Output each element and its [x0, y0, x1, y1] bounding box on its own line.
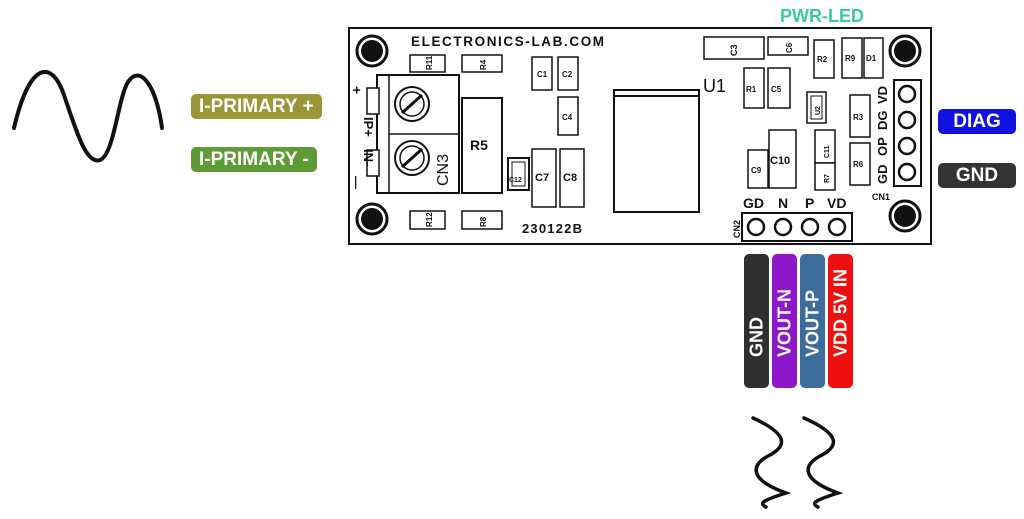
- wire-label-gnd: GND: [744, 254, 769, 388]
- wire-squiggle: [802, 416, 844, 509]
- svg-text:C2: C2: [562, 70, 573, 79]
- resistor-r2: R2: [813, 39, 835, 79]
- svg-text:C5: C5: [771, 85, 782, 94]
- svg-text:R12: R12: [425, 212, 434, 227]
- terminal-pin-top: IP+: [361, 117, 376, 137]
- cn1-pin-gd: GD: [875, 165, 890, 185]
- capacitor-c4: C4: [557, 96, 579, 136]
- terminal-pin-top-sign: +: [349, 86, 365, 94]
- svg-text:R6: R6: [853, 160, 864, 169]
- svg-text:U2: U2: [815, 106, 822, 115]
- capacitor-c12: C12: [507, 157, 530, 191]
- resistor-r11: R11: [409, 54, 446, 73]
- terminal-pin-bottom-sign: —: [349, 176, 364, 189]
- svg-text:R2: R2: [817, 55, 828, 64]
- label-diag: DIAG: [938, 109, 1016, 134]
- svg-text:R11: R11: [425, 55, 434, 70]
- cn2-pin-p: P: [805, 195, 814, 211]
- svg-text:C10: C10: [770, 155, 790, 167]
- svg-text:C3: C3: [729, 44, 739, 56]
- capacitor-c1: C1: [531, 56, 553, 91]
- ic-u2: U2: [806, 91, 827, 124]
- label-primary-plus: I-PRIMARY +: [191, 94, 322, 119]
- resistor-r12: R12: [409, 210, 446, 230]
- wire-squiggle: [751, 416, 792, 509]
- svg-text:C1: C1: [537, 70, 548, 79]
- capacitor-c11: C11: [814, 129, 836, 164]
- svg-text:C4: C4: [562, 113, 573, 122]
- ic-u1-label: U1: [703, 76, 726, 96]
- cn2-pin-gd: GD: [743, 195, 764, 211]
- resistor-r8: R8: [461, 210, 503, 230]
- svg-text:R8: R8: [479, 216, 488, 227]
- svg-text:C12: C12: [509, 177, 522, 184]
- cn1-label: CN1: [872, 192, 890, 202]
- wire-label-vout-n: VOUT-N: [772, 254, 797, 388]
- header-cn1: [893, 79, 922, 187]
- svg-text:R1: R1: [746, 85, 757, 94]
- resistor-r1: R1: [743, 67, 765, 109]
- wire-label-vdd: VDD 5V IN: [828, 254, 853, 388]
- capacitor-c9: C9: [747, 149, 769, 189]
- board-code: 230122B: [522, 221, 583, 236]
- resistor-r3: R3: [849, 94, 871, 138]
- cn2-label: CN2: [732, 220, 742, 238]
- svg-text:D1: D1: [866, 54, 877, 63]
- ic-u1: [613, 89, 700, 213]
- diode-d1: D1: [863, 37, 884, 79]
- mounting-hole: [888, 199, 922, 233]
- cn1-pin-op: OP: [875, 137, 890, 156]
- mounting-hole: [355, 34, 389, 68]
- cn2-pin-n: N: [778, 195, 788, 211]
- label-primary-minus: I-PRIMARY -: [191, 147, 317, 172]
- svg-text:C8: C8: [563, 172, 577, 184]
- wire-label-vout-p: VOUT-P: [800, 254, 825, 388]
- svg-text:R3: R3: [853, 113, 864, 122]
- cn1-pin-dg: DG: [875, 111, 890, 131]
- mounting-hole: [355, 202, 389, 236]
- mounting-hole: [888, 34, 922, 68]
- svg-text:C6: C6: [785, 42, 794, 53]
- label-gnd-right: GND: [938, 163, 1016, 188]
- resistor-r7: R7: [814, 162, 836, 191]
- terminal-cn3-label: CN3: [435, 154, 452, 186]
- capacitor-c3: C3: [703, 36, 765, 60]
- svg-text:R4: R4: [479, 59, 488, 70]
- svg-text:C11: C11: [824, 145, 831, 158]
- site-label: ELECTRONICS-LAB.COM: [411, 34, 606, 49]
- capacitor-c10: C10: [768, 129, 797, 189]
- terminal-pin-bottom: IN-: [361, 149, 376, 166]
- svg-text:R5: R5: [470, 137, 488, 153]
- capacitor-c8: C8: [559, 148, 585, 208]
- capacitor-c5: C5: [767, 67, 791, 109]
- svg-text:C9: C9: [751, 166, 762, 175]
- svg-text:C7: C7: [535, 172, 549, 184]
- capacitor-c7: C7: [531, 148, 557, 208]
- cn2-pin-vd: VD: [827, 195, 846, 211]
- resistor-r9: R9: [841, 37, 863, 79]
- resistor-r6: R6: [849, 142, 871, 186]
- pwr-led-label: PWR-LED: [780, 6, 864, 26]
- ac-sine-wave: [12, 69, 164, 163]
- capacitor-c2: C2: [557, 56, 579, 91]
- terminal-block-cn3: [366, 74, 460, 194]
- header-cn2: [741, 212, 853, 242]
- cn1-pin-vd: VD: [875, 86, 890, 104]
- svg-text:R9: R9: [845, 54, 856, 63]
- resistor-r5: R5: [461, 97, 503, 194]
- capacitor-c6: C6: [767, 36, 809, 56]
- resistor-r4: R4: [461, 54, 503, 73]
- svg-text:R7: R7: [824, 174, 831, 183]
